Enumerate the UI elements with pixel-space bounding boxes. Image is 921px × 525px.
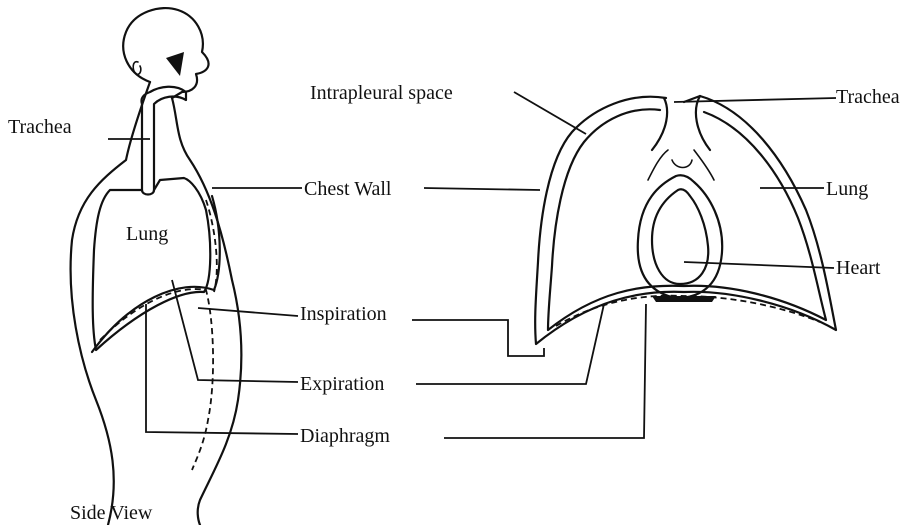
label-trachea-side: Trachea: [8, 116, 72, 138]
label-lung-side: Lung: [126, 223, 168, 245]
side-lung: [93, 178, 211, 350]
side-view-figure: [71, 8, 242, 525]
face-mark: [166, 52, 184, 76]
heart-inner: [652, 189, 708, 284]
label-inspiration: Inspiration: [300, 303, 387, 325]
front-chest-wall-outer: [535, 96, 836, 344]
label-intrapleural-space: Intrapleural space: [310, 82, 453, 104]
head-outline: [123, 8, 208, 98]
ear: [133, 62, 141, 75]
leader-diaphragm-left: [146, 304, 298, 434]
label-side-view: Side View: [70, 502, 153, 524]
leader-diaphragm-right: [444, 304, 646, 438]
front-view-figure: [535, 96, 836, 344]
heart-outer: [638, 175, 722, 298]
leader-chest-wall-right: [424, 188, 540, 190]
leader-intrapleural: [514, 92, 586, 134]
label-trachea-front: Trachea: [836, 86, 900, 108]
front-trachea: [652, 96, 710, 150]
label-chest-wall: Chest Wall: [304, 178, 392, 200]
leader-lines: [108, 92, 836, 438]
label-heart: Heart: [836, 257, 881, 279]
side-diaphragm-dashed: [100, 289, 213, 470]
leader-inspiration-right: [412, 320, 544, 356]
label-diaphragm: Diaphragm: [300, 425, 390, 447]
diaphragm-base: [652, 296, 716, 302]
leader-inspiration-left: [198, 308, 298, 316]
label-lung-front: Lung: [826, 178, 868, 200]
back-outline: [71, 82, 150, 525]
label-expiration: Expiration: [300, 373, 384, 395]
